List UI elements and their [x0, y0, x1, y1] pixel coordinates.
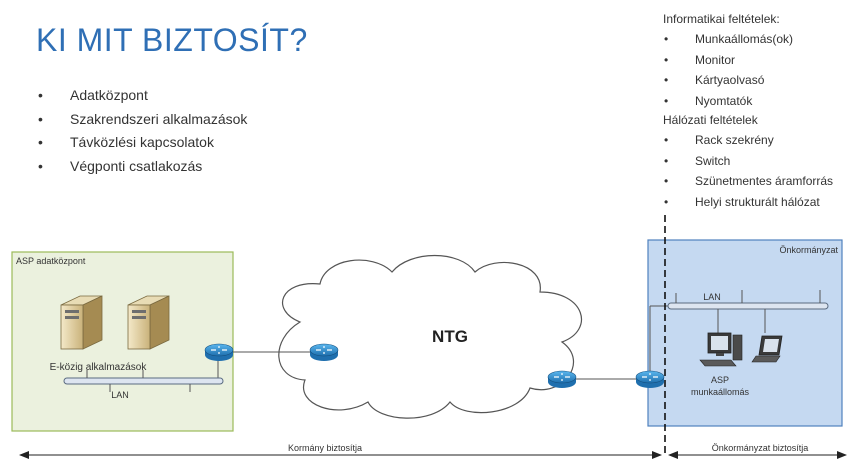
- bullet-item: Kártyaolvasó: [663, 70, 833, 91]
- onk-provides-label: Önkormányzat biztosítja: [712, 443, 809, 453]
- halozati-list: Rack szekrény Switch Szünetmentes áramfo…: [663, 130, 833, 212]
- laptop-icon: [751, 335, 783, 363]
- server-icon: [127, 295, 170, 350]
- router-icon: [204, 343, 234, 361]
- ntg-label: NTG: [432, 327, 468, 346]
- workstation-label-line2: munkaállomás: [691, 387, 750, 397]
- bullet-item: Rack szekrény: [663, 130, 833, 151]
- router-icon: [547, 370, 577, 388]
- bullet-item: Nyomtatók: [663, 91, 833, 112]
- bullet-item: Adatközpont: [38, 84, 247, 108]
- server-icon: [60, 295, 103, 350]
- informatikai-list: Munkaállomás(ok) Monitor Kártyaolvasó Ny…: [663, 29, 833, 111]
- asp-datacenter-box: [11, 251, 234, 432]
- router-icon: [635, 370, 665, 388]
- router-icon: [309, 343, 339, 361]
- bullet-item: Szünetmentes áramforrás: [663, 171, 833, 192]
- lan-bar-left: [63, 377, 224, 385]
- onkormanyzat-box: [647, 239, 843, 427]
- lan-bar-right: [667, 302, 829, 310]
- workstation-icon: [699, 332, 743, 367]
- provider-list: Adatközpont Szakrendszeri alkalmazások T…: [38, 84, 247, 178]
- workstation-label-line1: ASP: [711, 375, 729, 385]
- lan-left-label: LAN: [111, 390, 129, 400]
- informatikai-heading: Informatikai feltételek:: [663, 12, 780, 26]
- slide-title: KI MIT BIZTOSÍT?: [36, 22, 308, 58]
- onk-box-label: Önkormányzat: [779, 245, 838, 255]
- gov-label: Kormány biztosítja: [288, 443, 362, 453]
- bullet-item: Helyi strukturált hálózat: [663, 192, 833, 213]
- halozati-heading: Hálózati feltételek: [663, 113, 758, 127]
- apps-label: E-közig alkalmazások: [50, 362, 148, 373]
- bullet-item: Szakrendszeri alkalmazások: [38, 108, 247, 132]
- lan-right-label: LAN: [703, 292, 721, 302]
- bullet-item: Munkaállomás(ok): [663, 29, 833, 50]
- bullet-item: Távközlési kapcsolatok: [38, 131, 247, 155]
- bullet-item: Monitor: [663, 50, 833, 71]
- ntg-cloud: [278, 255, 582, 419]
- bullet-item: Végponti csatlakozás: [38, 155, 247, 179]
- asp-box-label: ASP adatközpont: [16, 256, 86, 266]
- requirements-panel: Informatikai feltételek: Munkaállomás(ok…: [663, 10, 833, 212]
- bullet-item: Switch: [663, 151, 833, 172]
